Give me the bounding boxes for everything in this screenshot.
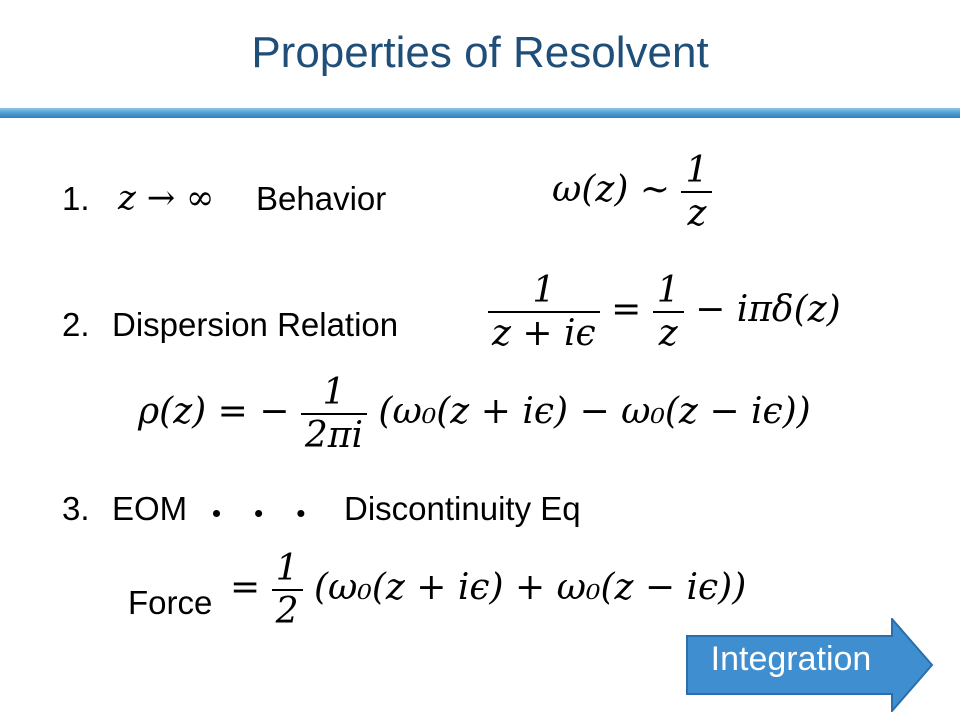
item-1-number: 1. xyxy=(62,180,90,217)
item-3-label-2: Discontinuity Eq xyxy=(344,490,581,527)
dispersion-numerator-1: 1 xyxy=(532,270,556,311)
asymptotic-fraction: 1 z xyxy=(681,150,713,234)
slide-title: Properties of Resolvent xyxy=(251,28,709,77)
rho-body: (ω₀(z + iϵ) − ω₀(z − iϵ)) xyxy=(378,391,811,432)
asymptotic-numerator: 1 xyxy=(685,150,709,191)
rho-fraction: 1 2πi xyxy=(300,372,367,456)
item-3-label: EOM xyxy=(112,490,188,527)
force-fraction: 1 2 xyxy=(271,548,303,632)
item-2-number: 2. xyxy=(62,306,90,343)
force-equals: = xyxy=(230,567,261,608)
force-equation: = 1 2 (ω₀(z + iϵ) + ω₀(z − iϵ)) xyxy=(230,548,746,632)
item-3-number: 3. xyxy=(62,490,90,527)
arrow-right-icon xyxy=(686,618,934,712)
dispersion-denominator-1: z + iϵ xyxy=(488,311,600,354)
dispersion-fraction-2: 1 z xyxy=(652,270,684,354)
dispersion-fraction-1: 1 z + iϵ xyxy=(488,270,600,354)
rho-lhs: ρ(z) = − xyxy=(138,391,290,432)
integration-arrow-button[interactable] xyxy=(686,618,934,712)
dispersion-remainder: − iπδ(z) xyxy=(695,289,841,330)
rho-denominator: 2πi xyxy=(300,413,367,456)
dispersion-equals: = xyxy=(611,289,642,330)
dispersion-equation: 1 z + iϵ = 1 z − iπδ(z) xyxy=(488,270,841,354)
force-body: (ω₀(z + iϵ) + ω₀(z − iϵ)) xyxy=(313,567,747,608)
asymptotic-lhs: ω(z) ∼ xyxy=(552,169,671,210)
integration-label[interactable]: Integration xyxy=(710,640,872,678)
asymptotic-equation: ω(z) ∼ 1 z xyxy=(552,150,713,234)
force-numerator: 1 xyxy=(275,548,299,589)
item-1-label: Behavior xyxy=(256,180,387,217)
item-1-limit: z → ∞ xyxy=(118,178,215,218)
title-divider xyxy=(0,108,960,118)
rho-numerator: 1 xyxy=(322,372,346,413)
item-3-dots: ・ ・ ・ xyxy=(200,496,318,533)
dispersion-numerator-2: 1 xyxy=(656,270,680,311)
asymptotic-denominator: z xyxy=(681,191,713,234)
dispersion-denominator-2: z xyxy=(652,311,684,354)
item-2-label: Dispersion Relation xyxy=(112,306,399,343)
force-denominator: 2 xyxy=(271,589,303,632)
rho-equation: ρ(z) = − 1 2πi (ω₀(z + iϵ) − ω₀(z − iϵ)) xyxy=(138,372,811,456)
force-label: Force xyxy=(128,584,213,621)
